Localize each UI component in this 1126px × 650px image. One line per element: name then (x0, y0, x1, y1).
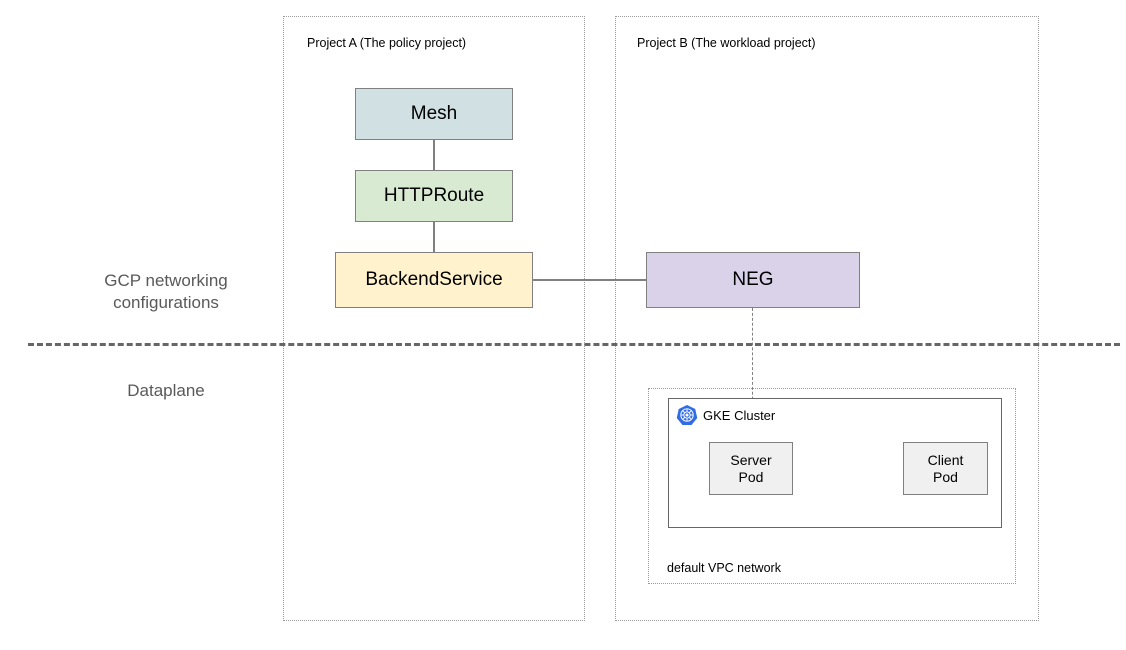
side-label-dataplane: Dataplane (127, 381, 205, 400)
gke-cluster-label: GKE Cluster (703, 407, 776, 423)
gke-cluster-badge: GKE Cluster (676, 404, 775, 426)
edge-neg-to-server-pod (752, 308, 753, 444)
group-vpc-label: default VPC network (667, 561, 781, 575)
group-project-a (283, 16, 585, 621)
group-project-b-label: Project B (The workload project) (637, 36, 816, 50)
group-project-a-label: Project A (The policy project) (307, 36, 467, 50)
node-backendservice[interactable]: BackendService (335, 252, 533, 308)
node-server-pod[interactable]: Server Pod (709, 442, 793, 495)
kubernetes-icon (676, 404, 698, 426)
group-default-vpc-network (648, 388, 1016, 584)
node-neg[interactable]: NEG (646, 252, 860, 308)
node-mesh[interactable]: Mesh (355, 88, 513, 140)
plane-divider (28, 343, 1120, 346)
edge-backendservice-to-neg (533, 279, 646, 281)
edge-httproute-to-backendservice (433, 222, 435, 252)
node-httproute[interactable]: HTTPRoute (355, 170, 513, 222)
node-client-pod[interactable]: Client Pod (903, 442, 988, 495)
side-label-gcp-networking-configurations: GCP networking configurations (104, 271, 228, 313)
edge-mesh-to-httproute (433, 140, 435, 170)
group-project-b (615, 16, 1039, 621)
